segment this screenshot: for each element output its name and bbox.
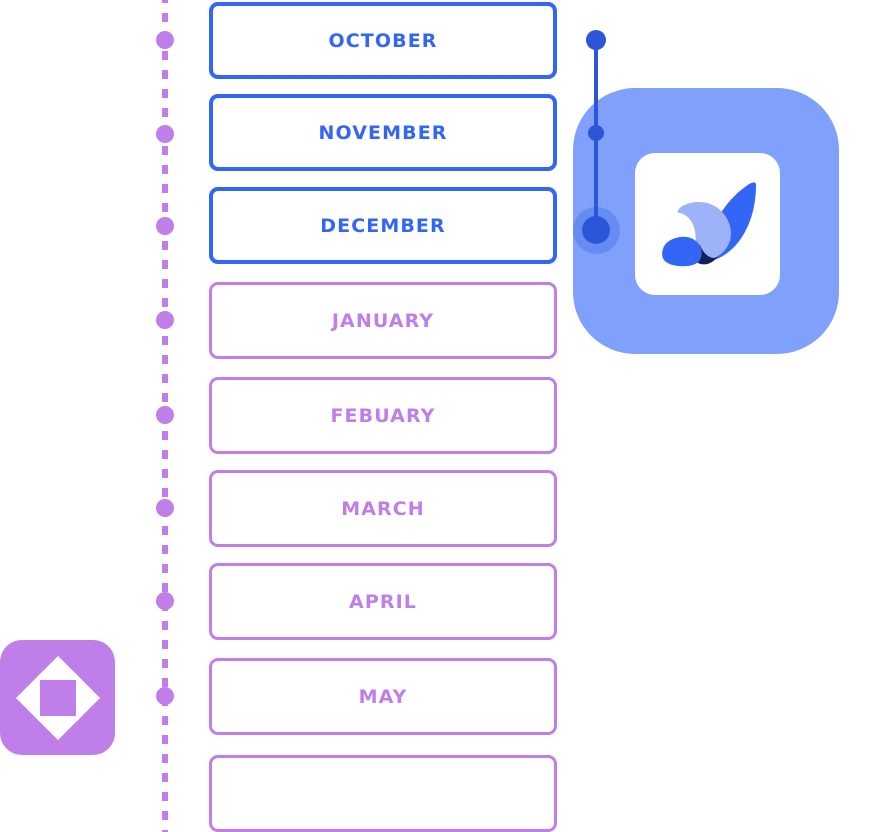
timeline-marker-dot[interactable] <box>156 406 174 424</box>
timeline-marker-dot[interactable] <box>156 592 174 610</box>
timeline-marker-dot[interactable] <box>156 125 174 143</box>
month-card-october[interactable]: OCTOBER <box>209 2 557 79</box>
connector-node-end[interactable] <box>582 216 610 244</box>
month-card-label: FEBUARY <box>330 404 436 427</box>
jira-swoosh-logo-icon <box>657 177 759 275</box>
month-card-january[interactable]: JANUARY <box>209 282 557 359</box>
month-card-febuary[interactable]: FEBUARY <box>209 377 557 454</box>
connector-node-middle[interactable] <box>588 125 604 141</box>
month-card-may[interactable]: MAY <box>209 658 557 735</box>
month-card-march[interactable]: MARCH <box>209 470 557 547</box>
month-card-label: APRIL <box>349 590 417 613</box>
connector-node-top[interactable] <box>586 30 606 50</box>
timeline-marker-dot[interactable] <box>156 31 174 49</box>
timeline-marker-dot[interactable] <box>156 687 174 705</box>
move-resize-icon <box>14 654 102 742</box>
timeline-marker-dot[interactable] <box>156 217 174 235</box>
month-card-next[interactable] <box>209 755 557 832</box>
month-card-label: DECEMBER <box>320 214 446 237</box>
move-resize-tile[interactable] <box>0 640 115 755</box>
month-card-label: OCTOBER <box>328 29 438 52</box>
month-card-december[interactable]: DECEMBER <box>209 187 557 264</box>
month-card-november[interactable]: NOVEMBER <box>209 94 557 171</box>
month-card-label: NOVEMBER <box>318 121 448 144</box>
month-card-label: JANUARY <box>331 309 435 332</box>
timeline-marker-dot[interactable] <box>156 499 174 517</box>
month-card-april[interactable]: APRIL <box>209 563 557 640</box>
month-card-label: MARCH <box>341 497 425 520</box>
month-card-label: MAY <box>358 685 408 708</box>
timeline-marker-dot[interactable] <box>156 311 174 329</box>
